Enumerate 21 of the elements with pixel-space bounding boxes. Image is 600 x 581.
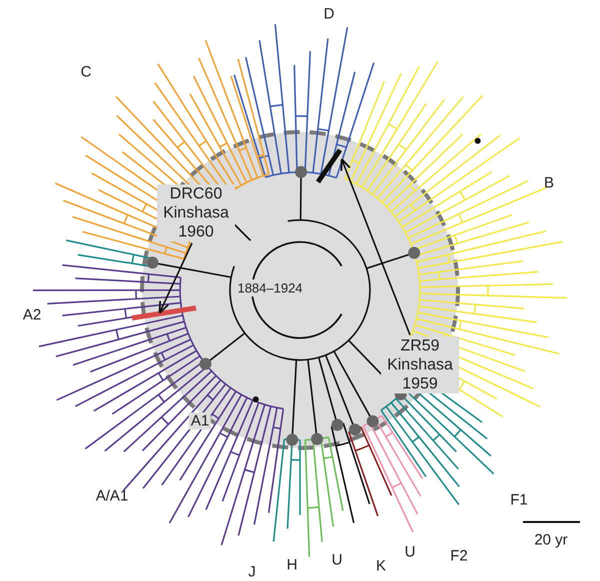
clade-label: U [404, 544, 416, 560]
clade-label: D [324, 6, 334, 22]
clade-label: H [286, 556, 298, 574]
highlighted-branch [316, 148, 342, 184]
clade-label: F2 [450, 548, 468, 564]
strain-label: ZR59 Kinshasa 1959 [381, 336, 459, 394]
highlighted-branch [132, 306, 196, 320]
clade-label: F1 [510, 492, 528, 508]
clade-label: J [248, 564, 256, 580]
clade-label: A/A1 [96, 488, 128, 504]
clade-label: C [80, 64, 92, 80]
strain-label: DRC60 Kinshasa 1960 [157, 184, 235, 242]
leader-line [340, 158, 411, 336]
clade-label: K [376, 558, 386, 574]
clade-label: B [544, 174, 554, 192]
leader-line [158, 242, 193, 314]
clade-label: A2 [22, 306, 42, 324]
date-range-label: 1884–1924 [235, 280, 305, 296]
scale-label: 20 yr [534, 532, 568, 548]
clade-label: A1 [188, 412, 212, 430]
clade-label: U [332, 552, 342, 568]
